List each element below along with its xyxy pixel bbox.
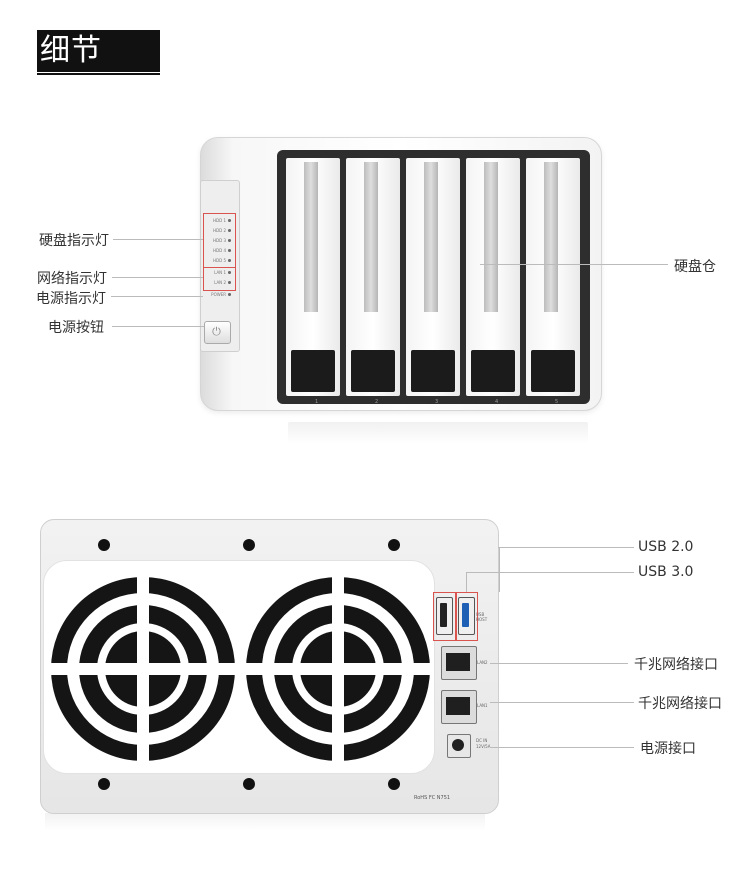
drive-tray-handle [424, 162, 438, 312]
led-lan1 [228, 271, 231, 274]
callout-usb2: USB 2.0 [638, 539, 694, 555]
fan-grille-right [243, 574, 433, 764]
usb2-port-inner [440, 603, 447, 627]
leader-line [112, 277, 203, 278]
leader-line [499, 547, 500, 592]
led-label-hdd4: HDD 4 [213, 248, 226, 253]
lan1-port-label: LAN1 [477, 703, 488, 708]
lan2-port-label: LAN2 [477, 660, 488, 665]
leader-line [490, 702, 634, 703]
power-button[interactable] [204, 321, 231, 344]
led-label-power: POWER [211, 292, 226, 297]
bay-number: 1 [315, 399, 319, 405]
dc-label: DC IN [476, 738, 488, 743]
screw [243, 778, 255, 790]
dc-power-port-inner [452, 739, 464, 751]
drive-tray-grip [471, 350, 515, 392]
drive-tray-handle [484, 162, 498, 312]
bay-number: 4 [495, 399, 499, 405]
drive-tray-handle [364, 162, 378, 312]
usb3-port-inner [462, 603, 469, 627]
led-hdd1 [228, 219, 231, 222]
usb-port-label: USB HOST [476, 612, 488, 622]
leader-line [466, 572, 634, 573]
leader-line [113, 239, 203, 240]
led-power [228, 293, 231, 296]
callout-power-button: 电源按钮 [48, 320, 104, 336]
callout-lan2: 千兆网络接口 [638, 696, 722, 712]
screw [98, 539, 110, 551]
power-icon: ⏻ [212, 325, 221, 338]
bay-number: 3 [435, 399, 439, 405]
leader-line [111, 296, 203, 297]
drive-tray-handle [304, 162, 318, 312]
drive-tray-grip [411, 350, 455, 392]
bay-number: 2 [375, 399, 379, 405]
led-label-hdd5: HDD 5 [213, 258, 226, 263]
lan-led-highlight [203, 267, 236, 291]
led-hdd2 [228, 229, 231, 232]
rear-reflection [45, 813, 485, 831]
callout-hdd-indicator: 硬盘指示灯 [39, 233, 109, 249]
lan1-port-inner [446, 697, 470, 715]
leader-line [490, 747, 634, 748]
led-label-lan1: LAN 1 [214, 270, 226, 275]
led-label-hdd1: HDD 1 [213, 218, 226, 223]
callout-drive-bay: 硬盘仓 [674, 259, 716, 275]
title-underline [37, 73, 160, 75]
led-hdd5 [228, 259, 231, 262]
screw [98, 778, 110, 790]
usb3-highlight [455, 592, 478, 641]
page-title: 细节 [40, 33, 102, 68]
drive-tray-handle [544, 162, 558, 312]
leader-line [490, 663, 628, 664]
leader-line [466, 572, 467, 592]
certification-marks: RoHS FC N751 [414, 795, 451, 801]
lan2-port-inner [446, 653, 470, 671]
leader-line [112, 326, 204, 327]
fan-grille-left [48, 574, 238, 764]
bay-number: 5 [555, 399, 559, 405]
dc-spec-label: 12V/5A [476, 744, 491, 749]
led-hdd4 [228, 249, 231, 252]
callout-usb3: USB 3.0 [638, 564, 694, 580]
front-reflection [288, 422, 588, 444]
led-lan2 [228, 281, 231, 284]
usb2-highlight [433, 592, 457, 641]
callout-lan1: 千兆网络接口 [634, 657, 718, 673]
drive-tray-grip [531, 350, 575, 392]
screw [388, 778, 400, 790]
callout-power-indicator: 电源指示灯 [36, 291, 106, 307]
leader-line [498, 547, 634, 548]
screw [243, 539, 255, 551]
led-label-hdd2: HDD 2 [213, 228, 226, 233]
led-label-hdd3: HDD 3 [213, 238, 226, 243]
callout-dc-power: 电源接口 [640, 741, 696, 757]
title-background [37, 30, 160, 72]
led-label-lan2: LAN 2 [214, 280, 226, 285]
screw [388, 539, 400, 551]
drive-tray-grip [291, 350, 335, 392]
drive-tray-grip [351, 350, 395, 392]
leader-line [480, 264, 668, 265]
led-hdd3 [228, 239, 231, 242]
callout-network-indicator: 网络指示灯 [37, 271, 107, 287]
